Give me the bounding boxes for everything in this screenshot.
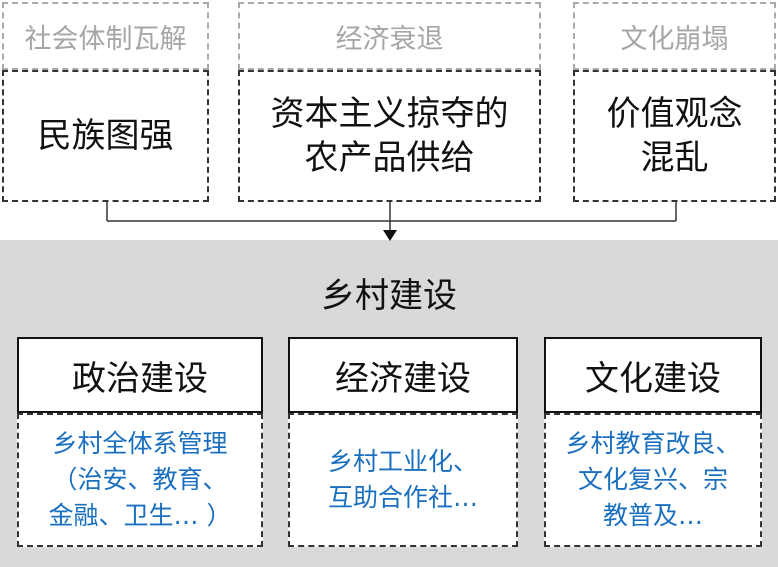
crisis-title-text: 社会体制瓦解 <box>24 23 187 55</box>
crisis-title-economy: 经济衰退 <box>238 2 541 70</box>
crisis-title-social: 社会体制瓦解 <box>2 2 209 70</box>
crisis-title-text: 经济衰退 <box>335 23 444 55</box>
column-body-line: 乡村教育改良、 <box>565 429 741 458</box>
column-body-line: 金融、卫生… ） <box>48 501 232 530</box>
crisis-title-culture: 文化崩塌 <box>573 2 776 70</box>
column-body-culture: 乡村教育改良、 文化复兴、宗 教普及… <box>544 413 762 547</box>
column-title-politics: 政治建设 <box>17 337 263 413</box>
column-title-text: 经济建设 <box>335 358 471 399</box>
crisis-body-line: 农产品供给 <box>304 138 475 178</box>
column-body-politics: 乡村全体系管理 （治安、教育、 金融、卫生… ） <box>17 413 263 547</box>
column-body-line: 乡村工业化、 <box>327 447 478 476</box>
down-arrow-icon <box>383 230 397 241</box>
column-title-text: 文化建设 <box>585 358 721 399</box>
column-body-line: 文化复兴、宗 <box>577 465 728 494</box>
crisis-title-text: 文化崩塌 <box>620 23 729 55</box>
column-title-text: 政治建设 <box>72 358 208 399</box>
crisis-body-economy: 资本主义掠夺的 农产品供给 <box>238 70 541 202</box>
column-body-line: 教普及… <box>602 501 703 530</box>
column-body-line: 乡村全体系管理 <box>52 429 228 458</box>
crisis-body-line: 混乱 <box>640 138 709 178</box>
crisis-body-line: 价值观念 <box>606 94 743 134</box>
column-body-line: 互助合作社… <box>327 483 478 512</box>
main-title: 乡村建设 <box>321 276 457 316</box>
column-title-culture: 文化建设 <box>544 337 762 413</box>
column-body-economy: 乡村工业化、 互助合作社… <box>288 413 518 547</box>
column-title-economy: 经济建设 <box>288 337 518 413</box>
crisis-body-culture: 价值观念 混乱 <box>573 70 776 202</box>
crisis-body-line: 资本主义掠夺的 <box>270 94 509 134</box>
column-body-line: （治安、教育、 <box>52 465 228 494</box>
crisis-body-social: 民族图强 <box>2 70 209 202</box>
crisis-body-text: 民族图强 <box>37 116 174 156</box>
